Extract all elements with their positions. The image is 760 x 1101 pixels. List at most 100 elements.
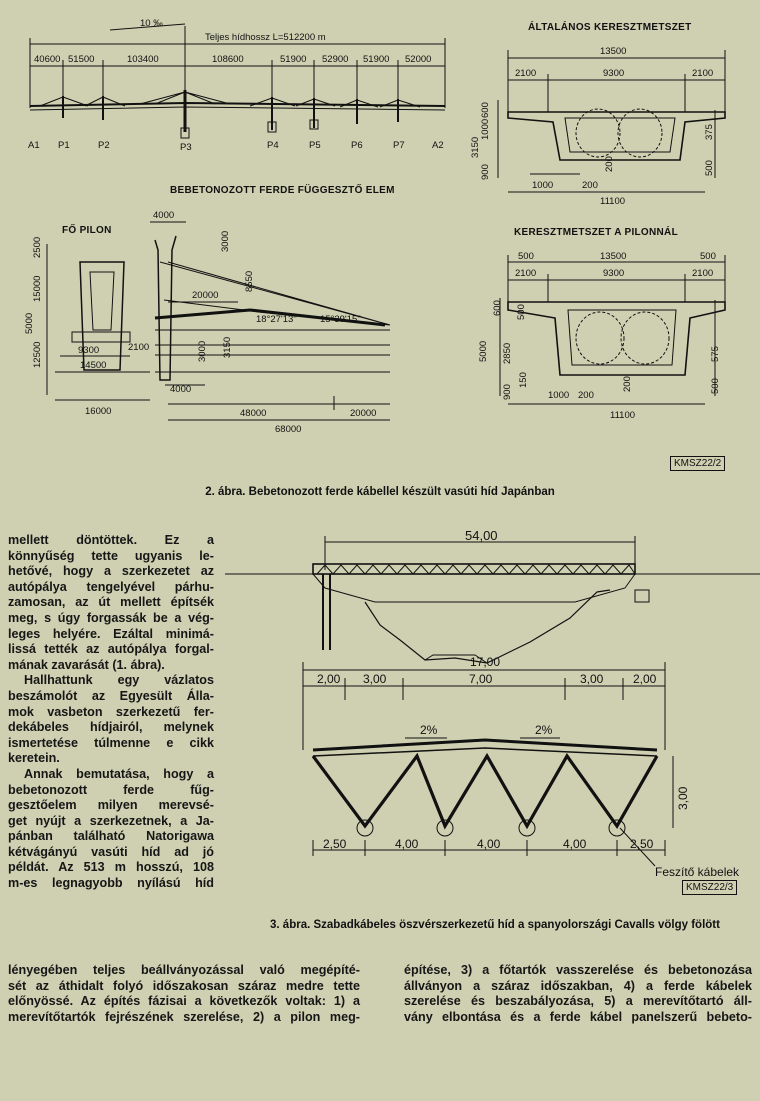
pyl-side: 2100 — [128, 342, 149, 353]
fig3-slope-right: 2% — [535, 723, 553, 737]
gen-bot2: 200 — [582, 180, 598, 191]
pyl-left: 2100 — [515, 268, 536, 279]
support-p3: P3 — [180, 142, 192, 153]
general-section-title: ÁLTALÁNOS KERESZTMETSZET — [528, 20, 692, 33]
fig3-bot-4: 4,00 — [563, 837, 587, 851]
text-line: mának zavarását (1. ábra). — [8, 657, 165, 672]
figure-2-tag: KMSZ22/2 — [670, 456, 726, 471]
support-p4: P4 — [267, 140, 279, 151]
text-line: beszámolót az Egyesült Álla- — [8, 688, 214, 703]
stay-len2: 20000 — [350, 408, 376, 419]
text-line: szerelése és beszabályozása, 5) a mereví… — [404, 994, 752, 1009]
text-line: bebetonozott ferde fűg- — [8, 782, 214, 797]
span-6: 52900 — [322, 54, 348, 65]
text-line: keretein. — [8, 751, 60, 766]
figure-3-tag: KMSZ22/3 — [682, 880, 738, 895]
fig3-slope-left: 2% — [420, 723, 438, 737]
pyl-b: 15000 — [32, 276, 43, 302]
stay-ang2: 15°39'15" — [320, 314, 361, 325]
text-line: mok vasbeton szerkezetű fer- — [8, 704, 214, 719]
pyl-a: 2500 — [32, 237, 43, 258]
span-4: 108600 — [212, 54, 244, 65]
text-line: merevítőtartók fejrészének szerelése, 2)… — [8, 1009, 360, 1024]
fig3-height: 3,00 — [676, 786, 690, 810]
text-line: ismertetése túlmenne e cikk — [8, 735, 214, 750]
pyl-bot3: 200 — [622, 376, 633, 392]
gen-left: 2100 — [515, 68, 536, 79]
stay-ang1: 18°27'13" — [256, 314, 297, 325]
fig3-bot-5: 2,50 — [630, 837, 654, 851]
gen-mid: 9300 — [603, 68, 624, 79]
support-p1: P1 — [58, 140, 70, 151]
text-line: pánban található Natorigawa — [8, 829, 214, 844]
pyl-r2: 500 — [710, 378, 721, 394]
span-1: 40600 — [34, 54, 60, 65]
stay-total: 68000 — [275, 424, 301, 435]
span-3: 103400 — [127, 54, 159, 65]
text-line: autópálya tengelyével párhu- — [8, 579, 214, 594]
text-line: get nyújt a szerkezetnek, a Ja- — [8, 813, 214, 828]
pyl-bot1: 1000 — [548, 390, 569, 401]
text-line: lissá tették az autópálya forgal- — [8, 642, 214, 657]
gen-h3: 3150 — [470, 137, 481, 158]
stay-h1: 3000 — [220, 231, 231, 252]
pyl-d: 12500 — [32, 342, 43, 368]
figure-2-caption: 2. ábra. Bebetonozott ferde kábellel kés… — [205, 486, 555, 498]
fig3-dim-4: 3,00 — [580, 672, 604, 686]
text-line: építése, 3) a főtartók vasszerelése és b… — [404, 963, 752, 977]
text-line: zamosan, az út mellett építsék — [8, 595, 214, 610]
gen-h1: 600 — [480, 102, 491, 118]
stay-bot1: 4000 — [170, 384, 191, 395]
text-line: mellett döntöttek. Ez a — [8, 533, 214, 547]
pyl-h3: 5000 — [478, 341, 489, 362]
span-2: 51500 — [68, 54, 94, 65]
pyl-r1: 575 — [710, 346, 721, 362]
pyl-o1: 500 — [518, 251, 534, 262]
figure-3-caption: 3. ábra. Szabadkábeles öszvérszerkezetű … — [270, 919, 720, 931]
gen-bot3: 200 — [604, 156, 615, 172]
span-5: 51900 — [280, 54, 306, 65]
fig3-total-width: 17,00 — [470, 655, 500, 669]
pyl-h6: 900 — [502, 384, 513, 400]
stay-top: 4000 — [153, 210, 174, 221]
main-pylon-title: FŐ PILON — [62, 223, 112, 236]
fig3-cable-label: Feszítő kábelek — [655, 865, 740, 879]
support-p7: P7 — [393, 140, 405, 151]
stay-element-title: BEBETONOZOTT FERDE FÜGGESZTŐ ELEM — [170, 183, 395, 196]
pyl-w2: 14500 — [80, 360, 106, 371]
stay-l1: 20000 — [192, 290, 218, 301]
fig3-dim-3: 7,00 — [469, 672, 493, 686]
pyl-h2: 500 — [516, 304, 527, 320]
span-8: 52000 — [405, 54, 431, 65]
pyl-right: 2100 — [692, 268, 713, 279]
support-a2: A2 — [432, 140, 444, 151]
pyl-h1: 600 — [492, 300, 503, 316]
pyl-total-bot: 11100 — [610, 410, 635, 421]
stay-len1: 48000 — [240, 408, 266, 419]
figure-3-drawings: 54,00 17,00 2,00 3,00 7,00 3,00 2,00 2% … — [225, 530, 760, 879]
text-line: sét az áthidalt folyó időszakosan száraz… — [8, 978, 360, 993]
fig3-dim-1: 2,00 — [317, 672, 341, 686]
gen-bot1: 1000 — [532, 180, 553, 191]
figure-2-drawings: 10 ‰ Teljes hídhossz L=512200 m 40600 51… — [24, 18, 726, 435]
text-line: vány elbontása és a ferde kábel panelsze… — [404, 1009, 752, 1024]
fig3-span: 54,00 — [465, 530, 498, 543]
text-column-left: lényegében teljes beállványozással való … — [8, 963, 360, 1025]
fig3-bot-2: 4,00 — [395, 837, 419, 851]
gen-r2: 500 — [704, 160, 715, 176]
pyl-w1: 9300 — [78, 345, 99, 356]
pyl-o2: 500 — [700, 251, 716, 262]
pyl-c: 5000 — [24, 313, 35, 334]
support-p2: P2 — [98, 140, 110, 151]
pyl-h4: 2850 — [502, 343, 513, 364]
stay-diag: 8550 — [244, 271, 255, 292]
pyl-w3: 16000 — [85, 406, 111, 417]
text-line: példát. Az 513 m hosszú, 108 — [8, 860, 214, 875]
support-p6: P6 — [351, 140, 363, 151]
fig3-bot-3: 4,00 — [477, 837, 501, 851]
gen-r1: 375 — [704, 124, 715, 140]
gen-total: 13500 — [600, 46, 626, 57]
text-line: lényegében teljes beállványozással való … — [8, 963, 360, 977]
slope-label: 10 ‰ — [140, 18, 163, 29]
